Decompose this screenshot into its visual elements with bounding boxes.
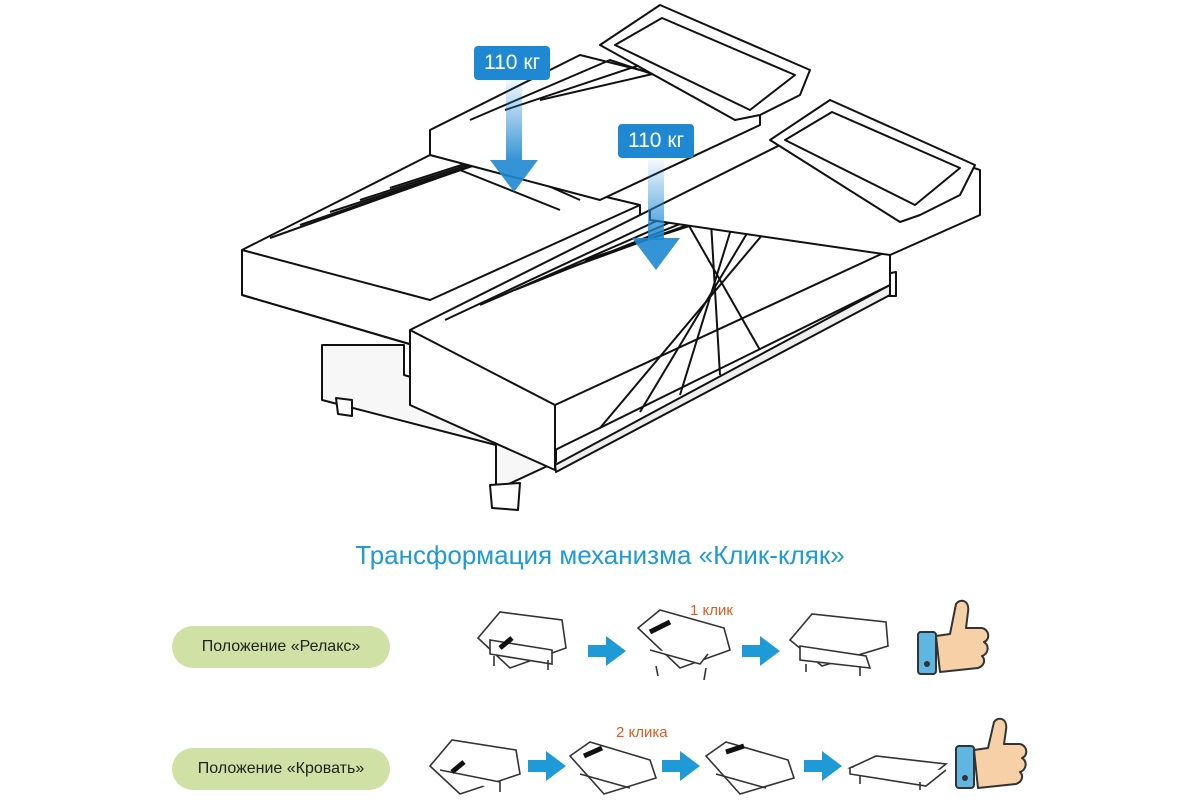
sofa-icon (788, 613, 889, 676)
arrow-right-icon (662, 751, 700, 781)
sofa-icon (568, 741, 658, 795)
sofa-icon (704, 741, 796, 795)
arrow-right-icon (742, 636, 780, 666)
arrow-right-icon (804, 751, 842, 781)
arrow-right-icon (588, 636, 626, 666)
clicks-count-bed: 2 клика (616, 724, 668, 741)
weight-badge-upper: 110 кг (474, 46, 551, 80)
position-label-bed: Положение «Кровать» (172, 748, 390, 790)
down-arrow-icon (490, 80, 538, 192)
sofa-icon (428, 739, 521, 795)
position-label-relax: Положение «Релакс» (172, 626, 390, 668)
sofa-icon (847, 755, 949, 790)
clicks-count-relax: 1 клик (690, 602, 733, 619)
arrow-right-icon (528, 751, 566, 781)
sofa-icon (476, 611, 567, 670)
down-arrow-icon (632, 160, 680, 270)
thumbs-up-icon (955, 717, 1028, 789)
page-title: Трансформация механизма «Клик-кляк» (355, 540, 845, 570)
sofa-icon (636, 609, 731, 681)
weight-badge-lower: 110 кг (618, 124, 695, 158)
thumbs-up-icon (917, 599, 990, 675)
